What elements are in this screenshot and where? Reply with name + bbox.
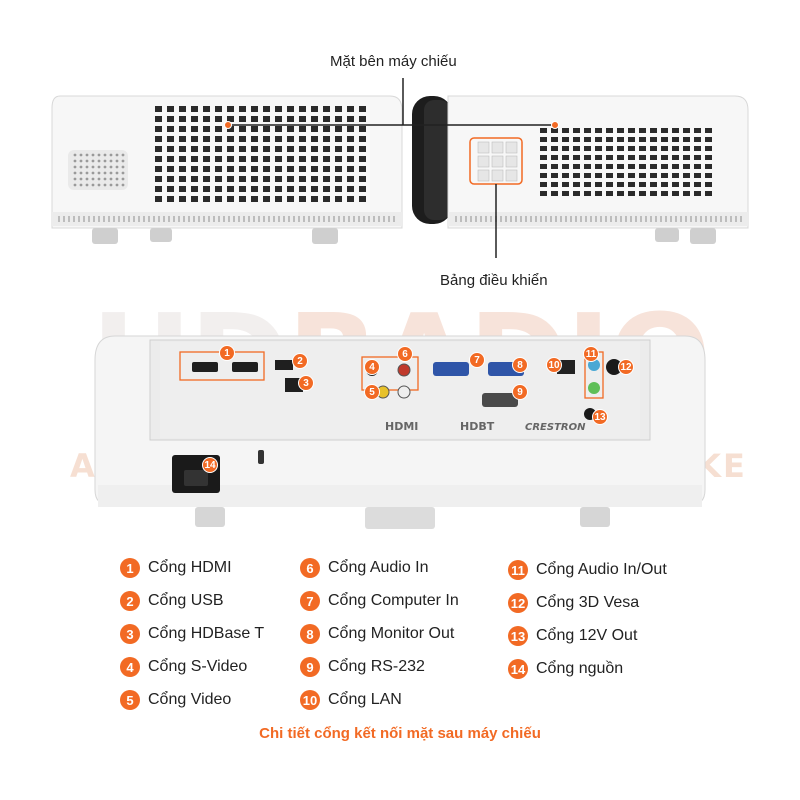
callout-lines <box>228 78 555 258</box>
legend-item: 12 Cổng 3D Vesa <box>508 593 639 613</box>
rs232-port <box>482 393 518 407</box>
legend-label: Cổng Audio In/Out <box>536 561 667 578</box>
legend-item: 1 Cổng HDMI <box>120 558 232 578</box>
legend-badge: 6 <box>300 558 320 578</box>
port-badge-2: 2 <box>292 353 308 369</box>
legend-item: 3 Cổng HDBase T <box>120 624 264 644</box>
legend-label: Cổng RS-232 <box>328 658 425 675</box>
hdmi-logo: HDMI <box>385 420 418 433</box>
legend-badge: 3 <box>120 624 140 644</box>
port-badge-9: 9 <box>512 384 528 400</box>
legend-badge: 7 <box>300 591 320 611</box>
legend-badge: 11 <box>508 560 528 580</box>
control-panel-callout: Bảng điều khiển <box>440 272 548 289</box>
port-badge-10: 10 <box>546 357 562 373</box>
port-badge-8: 8 <box>512 357 528 373</box>
legend-label: Cổng 12V Out <box>536 627 638 644</box>
legend-label: Cổng HDMI <box>148 559 232 576</box>
port-badge-12: 12 <box>618 359 634 375</box>
legend-label: Cổng Audio In <box>328 559 429 576</box>
port-badge-5: 5 <box>364 384 380 400</box>
legend-badge: 9 <box>300 657 320 677</box>
legend-item: 2 Cổng USB <box>120 591 224 611</box>
legend-label: Cổng USB <box>148 592 224 609</box>
audio-in-jack <box>588 359 600 371</box>
projector-rear-view: HDMI HDBT CRESTRON <box>94 335 706 529</box>
legend-badge: 5 <box>120 690 140 710</box>
figure-caption: Chi tiết cổng kết nối mặt sau máy chiếu <box>259 725 541 742</box>
hdmi-ports <box>179 351 265 381</box>
legend-item: 4 Cổng S-Video <box>120 657 247 677</box>
legend-item: 11 Cổng Audio In/Out <box>508 560 667 580</box>
legend-item: 10 Cổng LAN <box>300 690 402 710</box>
legend-item: 9 Cổng RS-232 <box>300 657 425 677</box>
crestron-logo: CRESTRON <box>525 422 586 433</box>
port-badge-13: 13 <box>592 409 608 425</box>
legend-badge: 2 <box>120 591 140 611</box>
port-badge-3: 3 <box>298 375 314 391</box>
legend-label: Cổng S-Video <box>148 658 248 675</box>
port-badge-6: 6 <box>397 346 413 362</box>
legend-label: Cổng Video <box>148 691 232 708</box>
legend-label: Cổng Computer In <box>328 592 459 609</box>
legend-badge: 8 <box>300 624 320 644</box>
vga-in-port <box>433 362 469 376</box>
port-badge-1: 1 <box>219 345 235 361</box>
legend-item: 7 Cổng Computer In <box>300 591 459 611</box>
legend-label: Cổng nguồn <box>536 660 624 677</box>
projector-left-side-view <box>51 95 403 244</box>
legend-label: Cổng Monitor Out <box>328 625 455 642</box>
projector-side-views <box>51 78 749 258</box>
port-badge-4: 4 <box>364 359 380 375</box>
port-badge-14: 14 <box>202 457 218 473</box>
legend-badge: 13 <box>508 626 528 646</box>
port-badge-11: 11 <box>583 346 599 362</box>
legend-badge: 12 <box>508 593 528 613</box>
usb-port <box>275 360 293 370</box>
port-badge-7: 7 <box>469 352 485 368</box>
legend-badge: 10 <box>300 690 320 710</box>
legend-item: 6 Cổng Audio In <box>300 558 429 578</box>
legend-label: Cổng LAN <box>328 691 402 708</box>
legend-item: 13 Cổng 12V Out <box>508 626 637 646</box>
legend-badge: 4 <box>120 657 140 677</box>
legend-label: Cổng 3D Vesa <box>536 594 640 611</box>
legend-badge: 14 <box>508 659 528 679</box>
legend-item: 5 Cổng Video <box>120 690 231 710</box>
legend-item: 8 Cổng Monitor Out <box>300 624 454 644</box>
side-view-callout: Mặt bên máy chiếu <box>330 53 457 70</box>
legend-item: 14 Cổng nguồn <box>508 659 623 679</box>
projector-right-side-view <box>412 95 749 244</box>
legend-label: Cổng HDBase T <box>148 625 265 642</box>
legend-badge: 1 <box>120 558 140 578</box>
hdbaset-logo: HDBT <box>460 420 495 433</box>
audio-out-jack <box>588 382 600 394</box>
